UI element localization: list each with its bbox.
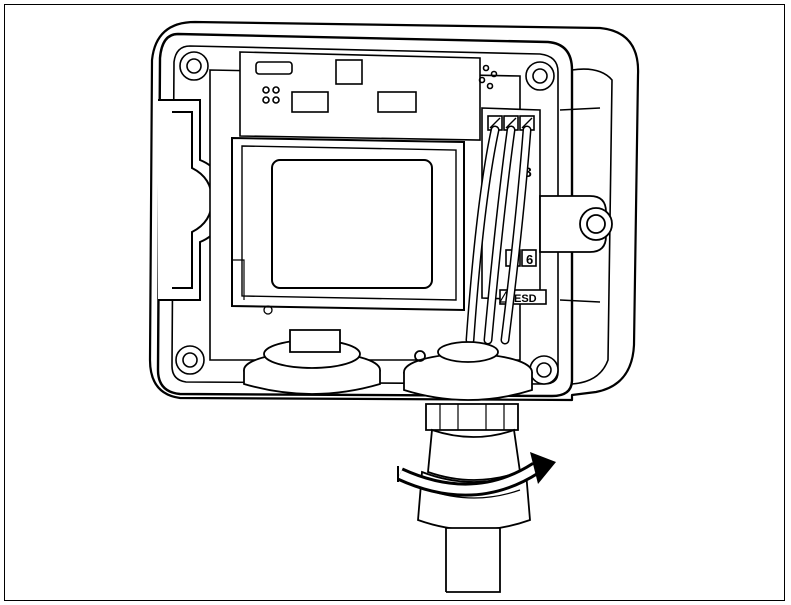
housing-left-notches [158, 99, 227, 301]
terminal-label-3: 3 [524, 164, 532, 180]
gland-nut [417, 403, 531, 531]
display-screen [271, 159, 433, 289]
display-module [231, 136, 465, 315]
corner-screw-top-right [525, 61, 555, 91]
terminal-label-6: 6 [526, 252, 533, 267]
esd-label: ESD [514, 293, 537, 305]
corner-screw-bottom-right [529, 355, 559, 385]
cable [445, 527, 501, 593]
circuit-board [239, 51, 498, 141]
corner-screw-top-left [179, 51, 209, 81]
right-gland [403, 341, 533, 401]
board-holes-right [478, 64, 498, 90]
board-holes-left [262, 86, 280, 104]
side-mount-screw [539, 195, 613, 253]
clockwise-arrow-icon [397, 452, 556, 497]
corner-screw-bottom-left [175, 345, 205, 375]
wires [465, 125, 532, 345]
terminal-slot-6 [521, 249, 537, 267]
left-gland [243, 329, 381, 395]
